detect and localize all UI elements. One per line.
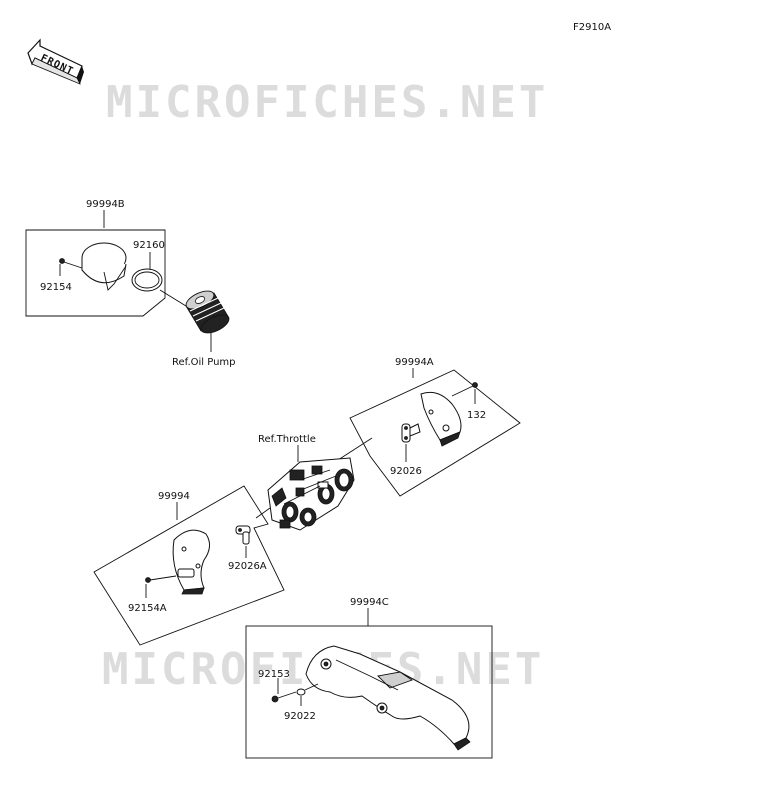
group-frame-99994 xyxy=(93,485,285,646)
group-99994: 99994 92026A 92154A xyxy=(93,485,285,646)
group-frame-99994A xyxy=(349,369,521,497)
screw-92153-part xyxy=(271,691,297,703)
group-title-99994A: 99994A xyxy=(395,357,434,368)
group-title-99994B: 99994B xyxy=(86,199,125,210)
oil-filter-part xyxy=(185,290,230,334)
group-99994B: 99994B 92160 92154 xyxy=(25,199,166,317)
oil-filter-guard-part xyxy=(81,242,127,291)
figure-code: F2910A xyxy=(573,22,611,33)
throttle-body-part xyxy=(267,457,355,531)
group-99994C: 99994C 92153 92022 xyxy=(245,597,493,759)
throttle-cover-99994-part xyxy=(172,529,210,595)
part-label-92154A: 92154A xyxy=(128,603,167,614)
group-title-99994: 99994 xyxy=(158,491,190,502)
part-label-92154: 92154 xyxy=(40,282,72,293)
part-label-92026A: 92026A xyxy=(228,561,267,572)
bracket-92026A-part xyxy=(235,525,251,545)
group-title-99994C: 99994C xyxy=(350,597,389,608)
part-label-92026: 92026 xyxy=(390,466,422,477)
throttle-cover-99994A-part xyxy=(420,391,462,447)
bracket-92026-part xyxy=(401,423,421,443)
part-label-132: 132 xyxy=(467,410,486,421)
part-label-92153: 92153 xyxy=(258,669,290,680)
group-frame-99994C xyxy=(245,625,493,759)
watermark-top: MICROFICHES.NET xyxy=(106,77,548,128)
front-arrow-icon: FRONT xyxy=(27,38,84,85)
bolt-132-part xyxy=(451,382,478,397)
screw-92154-part xyxy=(59,258,83,269)
washer-92022-part xyxy=(296,683,319,696)
side-cover-99994C-part xyxy=(305,645,471,751)
part-label-92022: 92022 xyxy=(284,711,316,722)
ref-oil-pump: Ref.Oil Pump xyxy=(172,357,236,368)
part-label-92160: 92160 xyxy=(133,240,165,251)
group-99994A: 99994A 92026 132 xyxy=(349,357,521,497)
clamp-ring-part xyxy=(131,268,163,292)
ref-throttle: Ref.Throttle xyxy=(258,434,316,445)
screw-92154A-part xyxy=(145,575,177,583)
group-frame-99994B xyxy=(25,229,166,317)
